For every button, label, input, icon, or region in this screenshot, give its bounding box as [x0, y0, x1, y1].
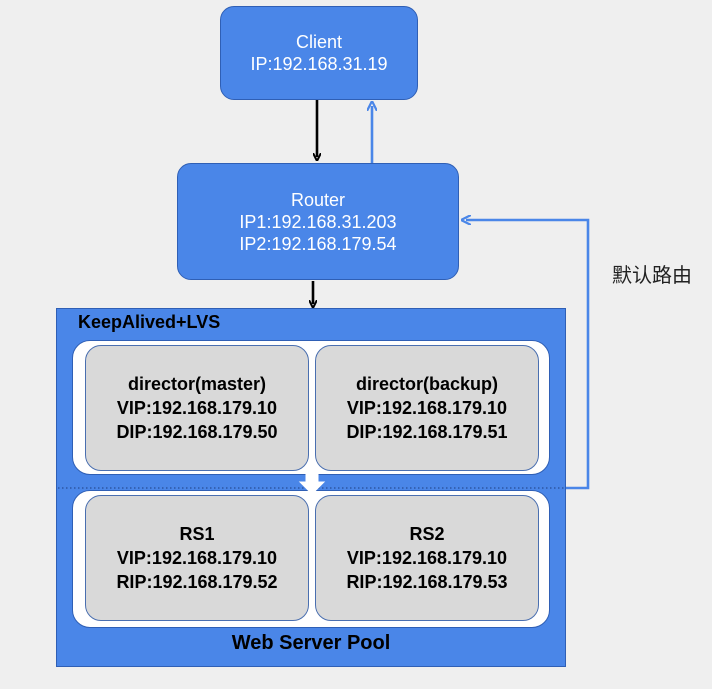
real-server-rs2: RS2 VIP:192.168.179.10 RIP:192.168.179.5…: [315, 495, 539, 621]
router-ip1: IP1:192.168.31.203: [239, 211, 397, 232]
director-to-rs-arrow: [298, 471, 326, 495]
default-route-line: [466, 220, 590, 490]
router-title: Router: [290, 189, 346, 210]
rs1-title: RS1: [179, 524, 215, 544]
rs1-vip: VIP:192.168.179.10: [116, 548, 278, 568]
director-backup-title: director(backup): [355, 374, 499, 394]
director-master: director(master) VIP:192.168.179.10 DIP:…: [85, 345, 309, 471]
rs2-vip: VIP:192.168.179.10: [346, 548, 508, 568]
director-master-vip: VIP:192.168.179.10: [116, 398, 278, 418]
director-backup: director(backup) VIP:192.168.179.10 DIP:…: [315, 345, 539, 471]
client-title: Client: [295, 32, 343, 52]
rs2-title: RS2: [409, 524, 445, 544]
rs1-rip: RIP:192.168.179.52: [116, 572, 278, 592]
director-master-title: director(master): [127, 374, 267, 394]
client-ip: IP:192.168.31.19: [250, 54, 388, 74]
client-node: Client IP:192.168.31.19: [220, 6, 418, 100]
rs2-rip: RIP:192.168.179.53: [346, 572, 508, 592]
cluster-title: KeepAlived+LVS: [78, 312, 221, 332]
director-backup-dip: DIP:192.168.179.51: [346, 422, 508, 442]
director-backup-vip: VIP:192.168.179.10: [346, 398, 508, 418]
router-ip2: IP2:192.168.179.54: [239, 233, 397, 254]
real-server-rs1: RS1 VIP:192.168.179.10 RIP:192.168.179.5…: [85, 495, 309, 621]
director-master-dip: DIP:192.168.179.50: [116, 422, 278, 442]
router-node: Router IP1:192.168.31.203 IP2:192.168.17…: [177, 163, 459, 280]
default-route-label: 默认路由: [612, 265, 692, 287]
pool-footer: Web Server Pool: [231, 632, 391, 654]
